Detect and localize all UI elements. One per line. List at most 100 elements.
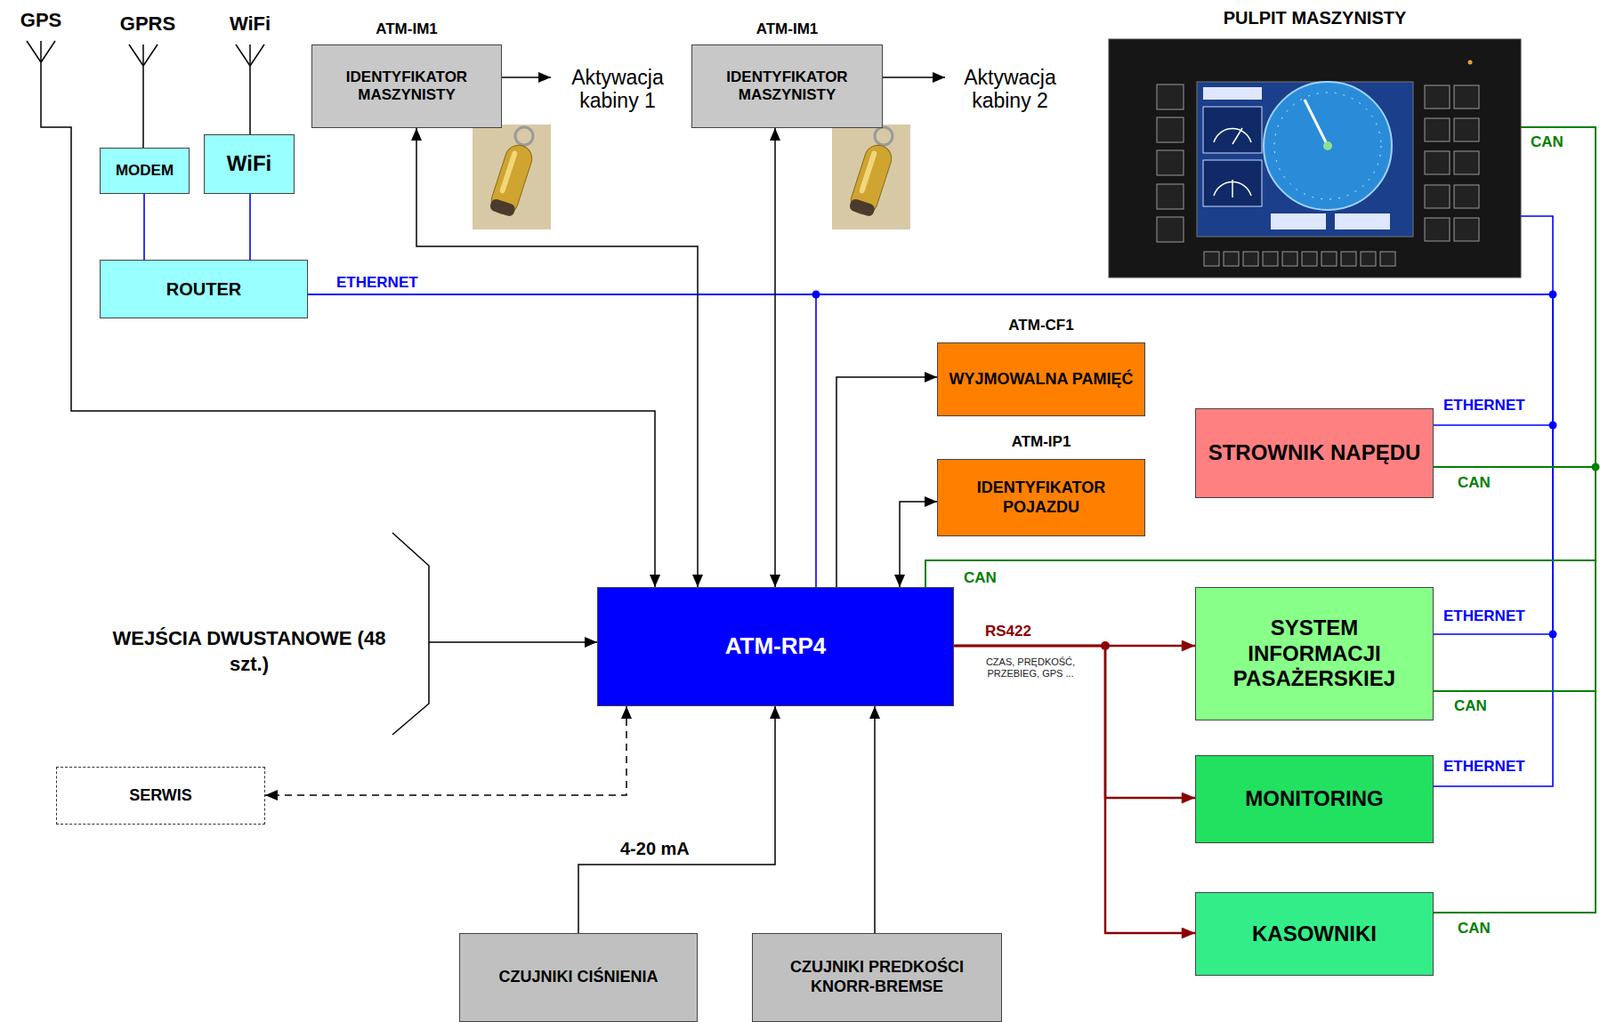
button <box>1454 218 1479 242</box>
box-label: MODEM <box>115 161 174 180</box>
button <box>1156 150 1184 176</box>
annotation: WEJŚCIA DWUSTANOWE (48 szt.) <box>106 626 392 678</box>
button <box>1223 251 1239 267</box>
connector <box>307 294 1553 787</box>
button <box>1424 151 1450 175</box>
connector <box>953 646 1196 934</box>
readout <box>1270 213 1326 230</box>
gauge-needle <box>1231 179 1234 198</box>
antenna-arm <box>250 44 265 66</box>
key-body <box>487 141 535 218</box>
box-label: SERWIS <box>129 786 193 807</box>
button <box>1321 251 1337 267</box>
box-label: IDENTYFIKATOR POJAZDU <box>945 478 1138 518</box>
system-box: KASOWNIKI <box>1195 892 1434 977</box>
photo-ground <box>832 124 911 230</box>
connector <box>265 706 627 796</box>
connector-label: CAN <box>1457 920 1491 938</box>
system-box: MONITORING <box>1195 755 1434 844</box>
module-box: ATM-IP1IDENTYFIKATOR POJAZDU <box>937 459 1146 537</box>
annotation: Aktywacja kabiny 1 <box>559 65 676 114</box>
connector-label: CAN <box>1530 133 1564 152</box>
photo-ground <box>472 124 551 230</box>
box-label: IDENTYFIKATOR MASZYNISTY <box>699 68 875 106</box>
connector <box>873 706 876 934</box>
box-label: SYSTEM INFORMACJI PASAŻERSKIEJ <box>1203 615 1426 693</box>
box-label: MONITORING <box>1244 786 1384 813</box>
antenna-arm <box>143 44 158 66</box>
device-box: WiFi <box>203 134 295 194</box>
activation-arrow <box>501 76 551 79</box>
antenna-symbol <box>235 44 265 135</box>
junction-dot <box>1549 290 1558 299</box>
connector <box>925 560 1596 914</box>
screen-header <box>1203 87 1262 100</box>
system-box: SYSTEM INFORMACJI PASAŻERSKIEJ <box>1195 587 1434 721</box>
key-ring <box>515 127 534 146</box>
key-fob-photo <box>472 124 551 230</box>
junction-dot <box>1100 641 1110 651</box>
speedometer-ticks <box>1274 92 1382 200</box>
connector-label: ETHERNET <box>1443 396 1526 415</box>
key-ring <box>874 127 893 146</box>
connector <box>143 193 146 260</box>
console-box: PULPIT MASZYNISTY <box>1108 39 1521 278</box>
button <box>1454 85 1479 109</box>
antenna-symbol <box>129 44 158 148</box>
small-gauge <box>1203 160 1262 207</box>
box-label: ATM-RP4 <box>725 632 827 661</box>
key-shine <box>858 150 878 194</box>
antenna-stem <box>249 44 251 135</box>
module-box: ATM-CF1WYJMOWALNA PAMIĘĆ <box>937 342 1146 417</box>
console-illustration <box>1108 39 1521 278</box>
junction-dot <box>1591 463 1600 472</box>
box-label: WiFi <box>226 151 272 178</box>
box-label: CZUJNIKI CIŚNIENIA <box>498 968 658 988</box>
antenna-stem <box>40 40 42 63</box>
connector <box>307 294 1553 426</box>
key-tip <box>848 197 876 218</box>
annotation: CZAS, PRĘDKOŚĆ, PRZEBIEG, GPS ... <box>975 656 1086 679</box>
needle-hub <box>1323 141 1333 151</box>
annotation: CAN <box>963 569 997 588</box>
box-label: IDENTYFIKATOR MASZYNISTY <box>319 68 494 106</box>
console-led <box>1468 60 1473 65</box>
button <box>1156 84 1184 110</box>
annotation: WiFi <box>218 12 282 35</box>
connector <box>836 377 938 588</box>
box-label: STROWNIK NAPĘDU <box>1208 440 1422 467</box>
box-heading: ATM-IM1 <box>756 20 819 39</box>
connector <box>307 294 817 588</box>
connector-label: ETHERNET <box>1443 758 1526 776</box>
button <box>1380 251 1396 267</box>
annotation: GPRS <box>112 12 184 35</box>
input-arrow <box>428 641 598 644</box>
connector <box>899 501 938 588</box>
connector-label: CAN <box>1454 697 1487 716</box>
button <box>1454 185 1479 209</box>
box-label: CZUJNIKI PREDKOŚCI KNORR-BREMSE <box>759 958 994 997</box>
button <box>1454 151 1479 175</box>
recorder-box: ATM-RP4 <box>597 587 954 707</box>
box-heading: ATM-IM1 <box>375 20 438 39</box>
gauge-needle <box>1232 128 1243 145</box>
device-box: ATM-IM1IDENTYFIKATOR MASZYNISTY <box>691 44 883 129</box>
readout <box>1334 213 1390 230</box>
antenna-arm <box>26 40 41 63</box>
annotation: Aktywacja kabiny 2 <box>952 65 1068 114</box>
button <box>1204 251 1220 267</box>
connector-label: RS422 <box>985 622 1032 641</box>
button <box>1301 251 1318 267</box>
connector-label: 4-20 mA <box>620 838 690 860</box>
connector-label: ETHERNET <box>336 274 419 292</box>
connector <box>774 128 776 588</box>
button <box>1156 217 1184 243</box>
junction-dot <box>1549 421 1558 430</box>
connector-label: ETHERNET <box>1443 607 1526 626</box>
button <box>1156 184 1184 210</box>
button <box>1282 251 1298 267</box>
antenna-stem <box>142 44 145 148</box>
device-box: MODEM <box>99 147 190 194</box>
